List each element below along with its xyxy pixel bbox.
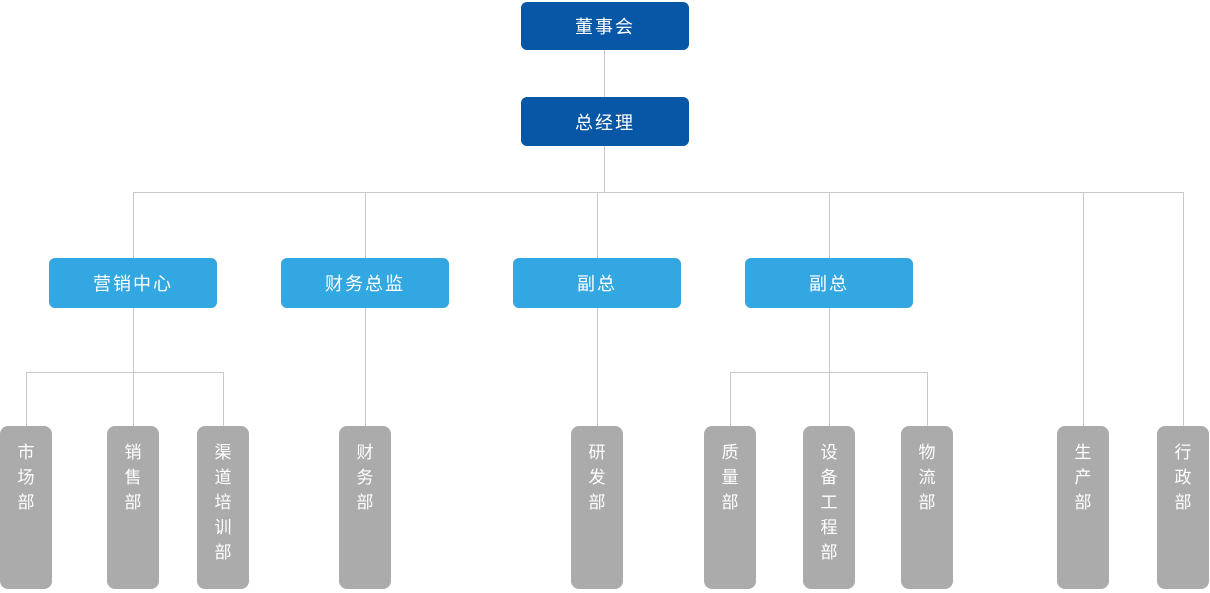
connector-drop-vice-gm-1 — [597, 192, 598, 258]
connector-vice2-stem — [829, 307, 830, 372]
dept-label: 财务部 — [356, 443, 374, 512]
connector-marketing-bus — [26, 372, 223, 373]
org-node-channel-training-dept: 渠道培训部 — [197, 426, 249, 589]
connector-board-gm — [604, 50, 605, 97]
dept-label: 渠道培训部 — [214, 443, 232, 562]
connector-vice1-rd-dept — [597, 307, 598, 426]
connector-drop-finance-director — [365, 192, 366, 258]
org-node-quality-dept: 质量部 — [704, 426, 756, 589]
connector-drop-logistics-dept — [927, 372, 928, 426]
connector-vice2-bus — [730, 372, 927, 373]
connector-finance-director-dept — [365, 307, 366, 426]
connector-drop-market-dept — [26, 372, 27, 426]
dept-label: 设备工程部 — [820, 443, 838, 562]
org-node-finance-director: 财务总监 — [281, 258, 449, 308]
dept-label: 生产部 — [1074, 443, 1092, 512]
org-node-vice-gm-1: 副总 — [513, 258, 681, 308]
org-node-admin-dept: 行政部 — [1157, 426, 1209, 589]
dept-label: 物流部 — [918, 443, 936, 512]
dept-label: 行政部 — [1174, 443, 1192, 512]
connector-drop-sales-dept — [133, 372, 134, 426]
org-node-sales-dept: 销售部 — [107, 426, 159, 589]
org-node-production-dept: 生产部 — [1057, 426, 1109, 589]
connector-drop-equipment-dept — [829, 372, 830, 426]
connector-marketing-stem — [133, 307, 134, 372]
dept-label: 质量部 — [721, 443, 739, 512]
connector-gm-stem — [604, 146, 605, 192]
org-node-marketing-center: 营销中心 — [49, 258, 217, 308]
connector-drop-channel-training-dept — [223, 372, 224, 426]
connector-drop-admin — [1183, 192, 1184, 426]
org-node-board: 董事会 — [521, 2, 689, 50]
org-node-general-manager: 总经理 — [521, 97, 689, 146]
org-node-vice-gm-2: 副总 — [745, 258, 913, 308]
connector-drop-vice-gm-2 — [829, 192, 830, 258]
dept-label: 销售部 — [124, 443, 142, 512]
connector-drop-production — [1083, 192, 1084, 426]
dept-label: 研发部 — [588, 443, 606, 512]
org-node-rd-dept: 研发部 — [571, 426, 623, 589]
org-node-market-dept: 市场部 — [0, 426, 52, 589]
connector-gm-bus — [133, 192, 1183, 193]
org-node-logistics-dept: 物流部 — [901, 426, 953, 589]
org-node-finance-dept: 财务部 — [339, 426, 391, 589]
connector-drop-marketing — [133, 192, 134, 258]
connector-drop-quality-dept — [730, 372, 731, 426]
org-node-equipment-engineering-dept: 设备工程部 — [803, 426, 855, 589]
dept-label: 市场部 — [17, 443, 35, 512]
